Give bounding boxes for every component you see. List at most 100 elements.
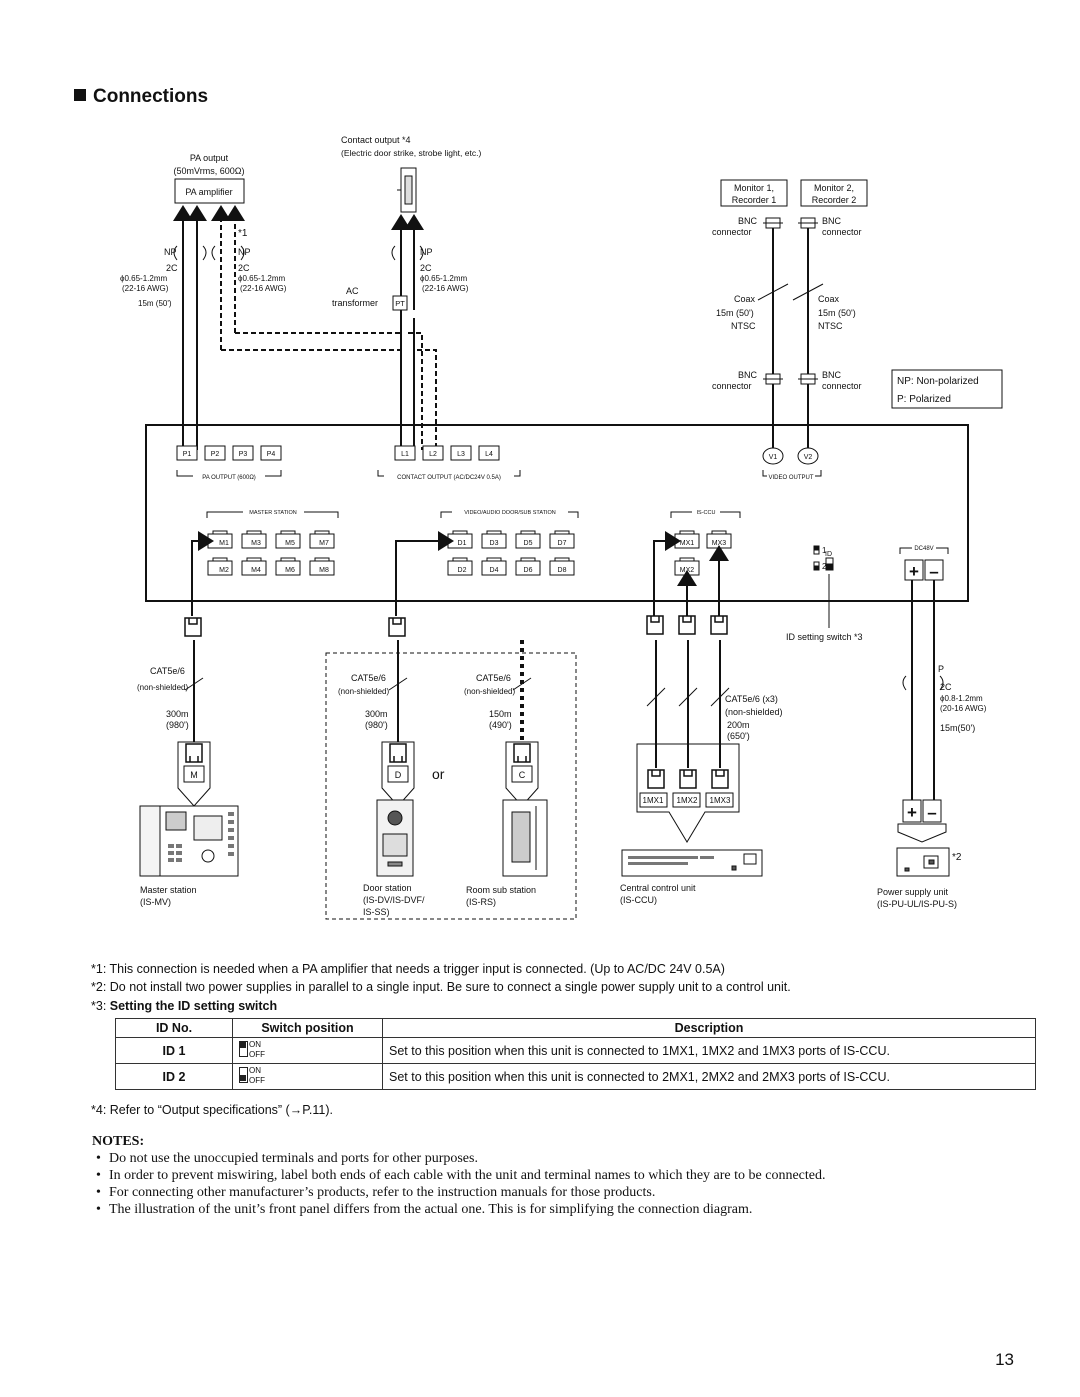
device-jacks: M D C <box>183 765 533 783</box>
plus-label-psu: + <box>907 803 917 822</box>
door-cable <box>395 531 454 742</box>
monitor2-label: Monitor 2, <box>814 183 854 193</box>
length-ft-label-room: (490') <box>489 720 512 730</box>
monitor1-box <box>720 179 788 207</box>
footnote-1: *1: This connection is needed when a PA … <box>91 962 725 976</box>
cat-label-master: CAT5e/6 <box>150 666 185 676</box>
contact-output-panel-label: CONTACT OUTPUT (AC/DC24V 0.5A) <box>397 475 501 481</box>
ccu-cables <box>653 531 729 768</box>
table-row: ID 2 ON OFF Set to this position when th… <box>115 1063 1036 1090</box>
awg-label-pa: (22-16 AWG) <box>122 284 169 293</box>
room-sub-station-caption: Room sub station <box>466 885 536 895</box>
ac-label: AC <box>346 286 359 296</box>
terminal-l4: L4 <box>485 451 493 458</box>
room-sub-station-model: (IS-RS) <box>466 897 496 907</box>
page-heading: Connections <box>74 86 208 108</box>
master-station-ports: M1 M3 M5 M7 M2 M4 M6 M8 <box>207 530 335 576</box>
p-label-power: P <box>938 664 944 674</box>
pa-amplifier-label: PA amplifier <box>185 187 232 197</box>
cat-label-room: CAT5e/6 <box>476 673 511 683</box>
port-d3: D3 <box>490 540 499 547</box>
id-switch-1-label: 1 <box>822 546 827 555</box>
master-station-caption: Master station <box>140 885 197 895</box>
or-label: or <box>432 766 445 782</box>
length-ft-label-ccu: (650') <box>727 731 750 741</box>
length-label-door: 300m <box>365 709 388 719</box>
recorder2-label: Recorder 2 <box>812 195 857 205</box>
notes-title: NOTES: <box>92 1134 145 1149</box>
footnote-4: *4: Refer to “Output specifications” (→P… <box>91 1103 334 1117</box>
pa-amplifier-box <box>174 178 245 204</box>
is-ccu-group-label: IS-CCU <box>697 510 716 516</box>
master-callout <box>177 741 211 807</box>
id-table-header-id: ID No. <box>115 1018 233 1038</box>
door-station-model-1: (IS-DV/IS-DVF/ <box>363 895 425 905</box>
list-item: The illustration of the unit’s front pan… <box>92 1201 826 1218</box>
port-m3: M3 <box>251 540 261 547</box>
port-m2: M2 <box>219 567 229 574</box>
master-station-group-label: MASTER STATION <box>249 510 296 516</box>
switch-position-cell: ON OFF <box>232 1063 383 1090</box>
awg-label-trigger: (22-16 AWG) <box>240 284 287 293</box>
terminal-p4: P4 <box>267 451 276 458</box>
contact-cable-pair <box>391 214 424 450</box>
nonshielded-label-master: (non-shielded) <box>137 683 188 692</box>
pa-trigger-dashed-pair <box>211 205 437 450</box>
terminal-l1: L1 <box>401 451 409 458</box>
gauge-label-power: ϕ0.8-1.2mm <box>940 694 983 703</box>
door-callout <box>381 741 415 807</box>
master-cable <box>191 531 214 742</box>
port-d8: D8 <box>558 567 567 574</box>
table-row: ID 1 ON OFF Set to this position when th… <box>115 1037 1036 1064</box>
power-terminal-psu <box>897 799 947 843</box>
door-station-model-2: IS-SS) <box>363 907 390 917</box>
footnote-3: *3: Setting the ID setting switch <box>91 999 277 1013</box>
ntsc-label-2: NTSC <box>818 321 843 331</box>
length-label-ccu: 200m <box>727 720 750 730</box>
port-m1: M1 <box>219 540 229 547</box>
master-station-icon <box>139 805 239 877</box>
contact-output-label: Contact output *4 <box>341 135 411 145</box>
nonshielded-label-room: (non-shielded) <box>464 687 515 696</box>
switch-on-label: ON <box>249 1066 261 1075</box>
minus-label-psu: – <box>927 803 936 822</box>
polarity-legend-box <box>891 369 1003 409</box>
pa-terminal-block: P1 P2 P3 P4 <box>176 445 282 461</box>
monitor1-label: Monitor 1, <box>734 183 774 193</box>
coax-length-2: 15m (50') <box>818 308 856 318</box>
jack-d-label: D <box>395 770 402 780</box>
room-sub-station-icon <box>502 799 548 877</box>
pt-box <box>392 295 408 311</box>
port-d6: D6 <box>524 567 533 574</box>
dc48v-group-label: DC48V <box>914 546 933 552</box>
length-label-pa: 15m (50') <box>138 299 172 308</box>
switch-off-label: OFF <box>249 1076 265 1085</box>
terminal-p3: P3 <box>239 451 248 458</box>
pt-label: PT <box>395 299 405 308</box>
description-cell: Set to this position when this unit is c… <box>382 1063 1036 1090</box>
cat-label-ccu: CAT5e/6 (x3) <box>725 694 778 704</box>
length-ft-label-door: (980') <box>365 720 388 730</box>
jack-1mx1-label: 1MX1 <box>643 796 664 805</box>
jack-1mx2-label: 1MX2 <box>677 796 698 805</box>
dip-switch-on-icon: ON OFF <box>239 1038 279 1060</box>
is-ccu-ports: MX1 MX3 MX2 <box>674 530 732 576</box>
list-item: In order to prevent miswiring, label bot… <box>92 1167 826 1184</box>
port-d7: D7 <box>558 540 567 547</box>
np-twist-pa2 <box>211 245 245 261</box>
heading-text: Connections <box>93 86 209 107</box>
np-twist-pa <box>173 245 207 261</box>
footnote-3-prefix: *3: <box>91 999 110 1013</box>
bnc-connector-icons <box>763 217 818 385</box>
p-twist-power <box>902 675 944 691</box>
door-or-room-enclosure <box>325 652 577 920</box>
id-cell: ID 2 <box>115 1063 233 1090</box>
coax-length-1: 15m (50') <box>716 308 754 318</box>
power-supply-unit-caption: Power supply unit <box>877 887 949 897</box>
video-terminal-block: V1 V2 <box>762 447 819 465</box>
id-switch-2-label: 2 <box>822 562 827 571</box>
rj45-plug-icons <box>184 615 729 789</box>
gauge-label-trigger: ϕ0.65-1.2mm <box>238 274 286 283</box>
terminal-p2: P2 <box>211 451 220 458</box>
twoc-label-trigger: 2C <box>238 263 250 273</box>
